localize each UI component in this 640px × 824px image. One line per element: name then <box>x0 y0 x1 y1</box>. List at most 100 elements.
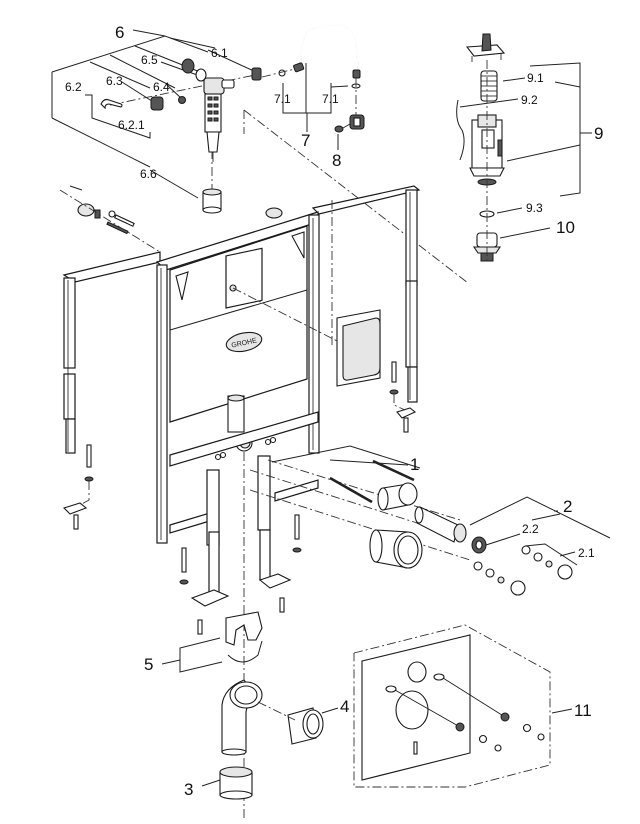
leader-10 <box>499 227 551 239</box>
threaded-rod-part-1b <box>329 476 373 504</box>
bracket-right <box>291 231 305 259</box>
callout-2-1: 2.1 <box>578 546 595 560</box>
callout-9-3: 9.3 <box>526 201 543 215</box>
cistern-body <box>169 225 308 423</box>
mat-axis-left <box>394 689 461 728</box>
mat-slot-right <box>433 673 445 681</box>
callout-2: 2 <box>563 497 572 516</box>
screw-set-right-extension <box>389 361 417 433</box>
drain-elbow <box>221 679 263 756</box>
nut-part-6-3 <box>150 96 164 111</box>
extension-leg-right-lower <box>407 366 418 403</box>
leader-6-1-top <box>169 37 216 49</box>
callout-2-2: 2.2 <box>522 522 539 536</box>
axis-adapter <box>257 701 296 721</box>
leader-4 <box>321 707 339 714</box>
group-7-8-hose: 7.1 7.1 7 8 <box>261 23 365 170</box>
frame-leg-left-lower <box>208 531 220 595</box>
foot-right <box>258 573 292 589</box>
leader-7-1-right <box>330 85 349 88</box>
leader-6-3-bracket <box>89 61 151 89</box>
callout-9-1: 9.1 <box>527 71 544 85</box>
extension-arm-left <box>62 251 161 283</box>
connector-part-6-1 <box>251 67 262 81</box>
leader-6-4 <box>165 83 183 100</box>
extension-arm-right <box>311 185 421 215</box>
axis-connection-3 <box>249 489 471 561</box>
callout-3: 3 <box>184 780 193 799</box>
leader-2-2-bracket <box>531 513 561 521</box>
frame-leg-right-lower <box>259 529 271 581</box>
leader-6 <box>132 29 166 37</box>
axis-right-extension <box>393 394 406 411</box>
leader-9-1 <box>502 77 526 82</box>
mat-axis-right <box>442 677 506 718</box>
callout-6-6: 6.6 <box>140 167 157 181</box>
wall-anchor-right <box>265 207 283 219</box>
pipe-bracket-part-5 <box>225 611 263 663</box>
axis-left-extension <box>79 481 90 506</box>
callout-6-5: 6.5 <box>141 53 158 67</box>
sleeve-part-6-6 <box>202 188 222 214</box>
callout-6-4: 6.4 <box>153 80 170 94</box>
callout-6-3: 6.3 <box>106 74 123 88</box>
guide-line-service-box <box>232 287 346 346</box>
screw-set-right-leg <box>279 514 302 613</box>
guide-line-valve-to-frame <box>243 109 469 284</box>
callout-6-1: 6.1 <box>211 46 228 60</box>
leader-5 <box>161 659 181 665</box>
adapter-part-4 <box>287 707 324 745</box>
anchor-axis-left <box>59 189 161 253</box>
callout-6-2-1: 6.2.1 <box>118 118 145 132</box>
mat-hole-main <box>395 690 429 730</box>
leader-11 <box>551 708 573 714</box>
washer-part-6-4 <box>178 96 186 104</box>
leader-6-2-bracket <box>85 94 151 139</box>
group-1-2-connection-set: 1 2 2.2 2.1 <box>249 445 611 596</box>
leader-6-6-bracket <box>51 117 151 168</box>
leader-5-bracket <box>179 637 223 673</box>
bracket-11 <box>353 624 551 788</box>
grohe-logo: GROHE <box>225 331 263 353</box>
ring-part-6-5 <box>195 68 207 82</box>
callout-6-2: 6.2 <box>65 80 82 94</box>
hose-end-left <box>293 62 305 73</box>
foot-left <box>190 589 230 607</box>
cable-part-9-2 <box>456 99 465 161</box>
callout-7-1-right: 7.1 <box>322 92 339 106</box>
extension-leg-right-upper <box>405 189 418 286</box>
callout-9: 9 <box>594 124 603 143</box>
pipe-sleeve <box>377 482 418 511</box>
service-opening <box>225 247 263 309</box>
bracket-left <box>175 271 189 301</box>
leader-6-6 <box>149 169 199 199</box>
extension-leg-left-lower <box>65 418 76 454</box>
callout-9-2: 9.2 <box>521 93 538 107</box>
group-9-10-flush-valve: 9.1 9.2 9 9.3 10 <box>456 33 603 262</box>
installation-frame: GROHE <box>59 185 421 635</box>
angle-valve-part-8 <box>334 114 365 133</box>
fill-valve-body <box>203 77 235 162</box>
callout-1: 1 <box>410 455 419 474</box>
large-sleeve <box>369 529 423 569</box>
leader-6-1 <box>207 49 257 73</box>
sleeve-part-3 <box>219 766 253 800</box>
axis-7-left <box>261 68 296 78</box>
group-11-insulation-mat: 11 <box>353 624 592 788</box>
connection-pipe <box>414 506 467 543</box>
callout-11: 11 <box>574 701 592 720</box>
hose-end-right <box>352 69 361 79</box>
leader-1-bracket <box>271 445 421 469</box>
callout-6: 6 <box>115 23 124 42</box>
spring-part-9-1 <box>480 70 498 102</box>
threaded-rod-part-1a <box>372 459 415 482</box>
lever-part-6-2 <box>100 98 123 110</box>
extension-leg-left-middle <box>63 373 76 420</box>
seal-part-6-5 <box>181 58 195 74</box>
outlet-part-10 <box>472 232 502 262</box>
group-3-4-5-drain: 5 4 3 <box>144 452 349 820</box>
leader-9-2 <box>459 98 519 108</box>
group-6-fill-valve: 6 6.5 6.1 6.3 6.4 6.2 6.2.1 6.6 <box>51 23 262 214</box>
frame-leg-right-upper <box>257 455 271 531</box>
